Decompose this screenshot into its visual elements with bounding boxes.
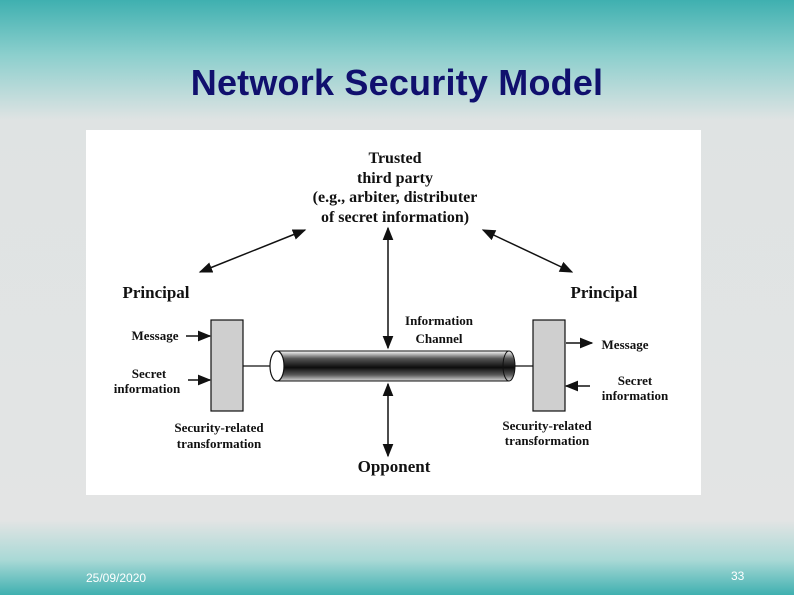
- right-transformation-box: [532, 319, 566, 412]
- slide-page-number: 33: [731, 569, 745, 583]
- trusted-party-line-2: third party: [357, 170, 433, 187]
- network-security-diagram: Trusted third party (e.g., arbiter, dist…: [86, 130, 701, 495]
- slide-date: 25/09/2020: [86, 571, 147, 585]
- info-channel-line-1: Information: [405, 313, 474, 328]
- left-principal-label: Principal: [122, 283, 189, 302]
- right-secret-line-2: information: [602, 388, 669, 403]
- trusted-party-line-4: of secret information): [321, 209, 469, 226]
- left-transform-line-2: transformation: [177, 436, 262, 451]
- arrow-trusted-left-principal: [198, 229, 307, 273]
- information-channel-pipe: [269, 350, 516, 382]
- right-transform-line-1: Security-related: [502, 418, 592, 433]
- left-secret-line-2: information: [114, 381, 181, 396]
- info-channel-line-2: Channel: [416, 331, 463, 346]
- right-secret-line-1: Secret: [618, 373, 653, 388]
- trusted-party-line-3: (e.g., arbiter, distributer: [313, 189, 478, 206]
- slide-title: Network Security Model: [190, 62, 604, 103]
- right-transform-line-2: transformation: [505, 433, 590, 448]
- right-message-label: Message: [602, 337, 649, 352]
- arrow-trusted-right-principal: [481, 229, 574, 273]
- left-transform-line-1: Security-related: [174, 420, 264, 435]
- trusted-party-line-1: Trusted: [368, 150, 421, 167]
- opponent-label: Opponent: [358, 457, 431, 476]
- left-message-label: Message: [132, 328, 179, 343]
- right-principal-label: Principal: [570, 283, 637, 302]
- left-transformation-box: [210, 319, 244, 412]
- left-secret-line-1: Secret: [132, 366, 167, 381]
